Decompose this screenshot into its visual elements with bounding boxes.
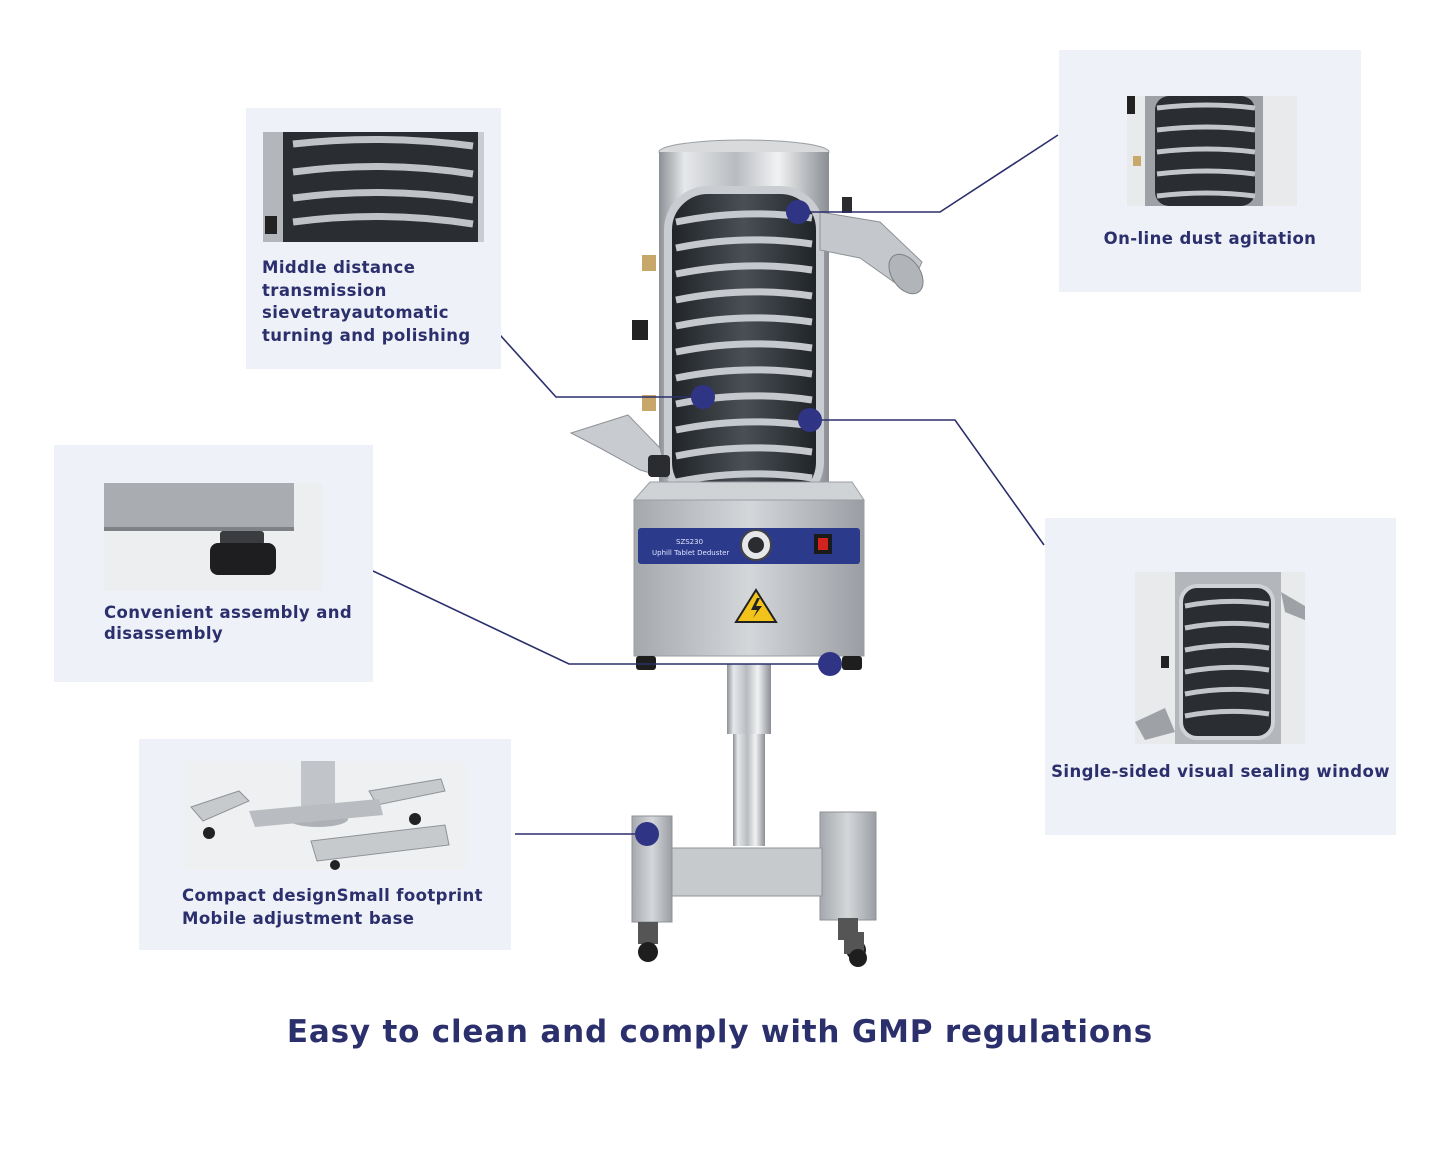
gmp-headline: Easy to clean and comply with GMP regula… — [286, 1014, 1154, 1050]
dot-assembly — [818, 652, 842, 676]
dust-agitation-closeup-image — [1127, 96, 1297, 206]
connector-sealing-window — [810, 419, 1045, 546]
sieve-tray-band — [675, 418, 813, 434]
dot-dust-agitation — [786, 200, 810, 224]
callout-assembly: Convenient assembly and disassembly — [54, 445, 373, 682]
foot-closeup-image — [104, 483, 322, 591]
sieve-tray-band — [675, 340, 813, 356]
side-fittings — [632, 255, 656, 411]
callout-base: Compact designSmall footprint Mobile adj… — [139, 739, 511, 950]
dot-sieve-tray — [691, 385, 715, 409]
sieve-tray-band — [675, 314, 813, 330]
callout-assembly-text: Convenient assembly and disassembly — [104, 603, 353, 643]
callout-sealing-window: Single-sided visual sealing window — [1045, 518, 1396, 835]
control-box: SZS230 Uphill Tablet Deduster — [632, 481, 865, 670]
callout-dust-agitation: On-line dust agitation — [1059, 50, 1361, 292]
sieve-tray-closeup-image — [263, 132, 484, 242]
outlet-chute — [819, 197, 924, 295]
sealing-window-closeup-image — [1135, 572, 1305, 744]
connector-dust-agitation — [798, 134, 1059, 213]
sieve-tray-band — [675, 470, 813, 486]
sieve-tray-band — [675, 392, 813, 408]
sieve-trays — [675, 210, 813, 486]
inlet-hopper — [569, 414, 670, 479]
sieve-tray-band — [675, 236, 813, 252]
mobile-base-closeup-image — [183, 761, 466, 870]
callout-sieve-tray: Middle distance transmission sievetrayau… — [246, 108, 501, 369]
callout-sealing-window-text: Single-sided visual sealing window — [1051, 762, 1390, 781]
callout-sieve-tray-text: Middle distance transmission sievetrayau… — [262, 258, 471, 345]
connector-sieve-tray — [499, 334, 703, 398]
dot-sealing-window — [798, 408, 822, 432]
dot-base — [635, 822, 659, 846]
sieve-tray-band — [675, 262, 813, 278]
panel-name-text: Uphill Tablet Deduster — [652, 549, 729, 557]
sieve-tray-band — [675, 288, 813, 304]
sieve-tray-band — [675, 444, 813, 460]
callout-base-text: Compact designSmall footprint Mobile adj… — [182, 886, 483, 928]
panel-model-text: SZS230 — [676, 538, 703, 546]
connector-assembly — [372, 570, 830, 665]
callout-dust-agitation-text: On-line dust agitation — [1103, 229, 1317, 248]
sieve-tray-band — [675, 366, 813, 382]
